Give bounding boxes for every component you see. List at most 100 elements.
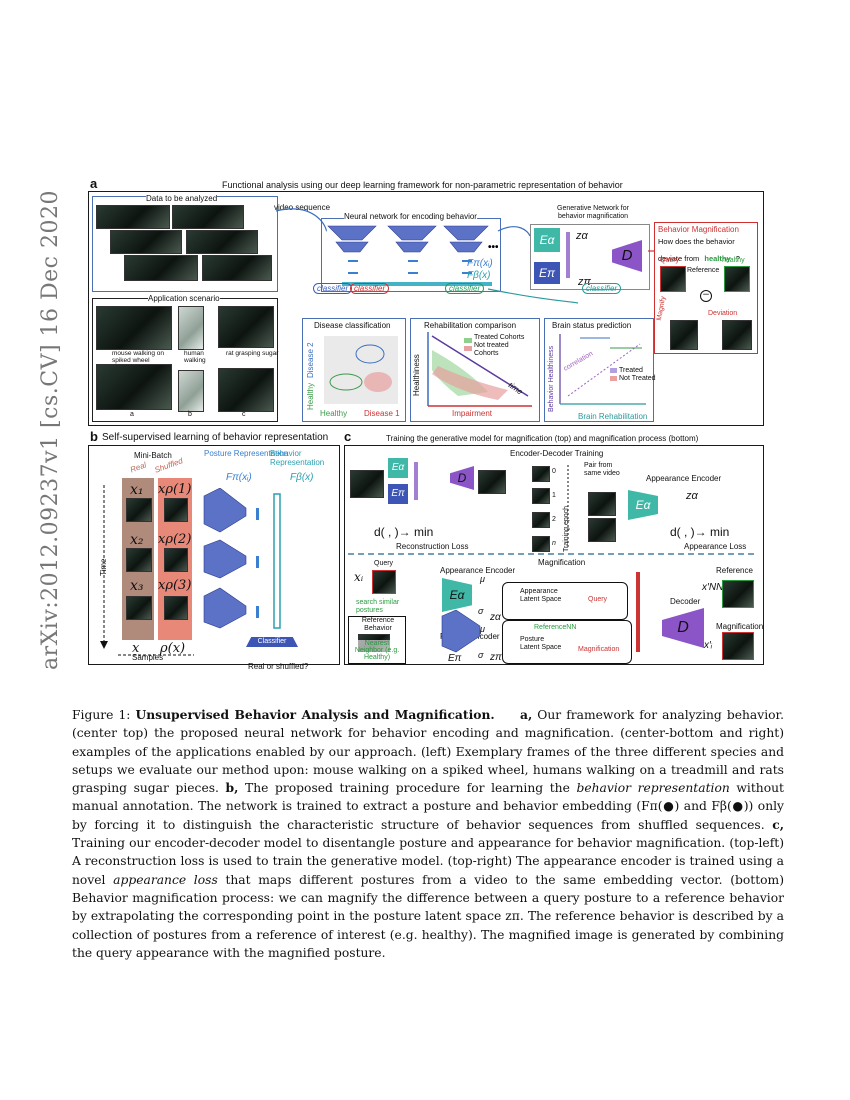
- c-xnn: x′NN: [702, 582, 724, 593]
- classifier-pill: classifier: [582, 283, 622, 294]
- c-appearance-encoder-block: Eα: [628, 490, 658, 520]
- c-magnified-frame: [722, 632, 754, 660]
- e-alpha-block: Eα: [534, 228, 560, 252]
- appearance-latent: Appearance Latent Space: [520, 588, 562, 603]
- panel-b-letter: b: [90, 429, 98, 444]
- arxiv-stamp: arXiv:2012.09237v1 [cs.CV] 16 Dec 2020: [0, 0, 63, 1100]
- f-beta: Fβ(x): [467, 270, 491, 281]
- disease-box: [302, 318, 406, 422]
- panel-b-networks: [203, 488, 281, 629]
- mouse-frame: [96, 306, 172, 350]
- c-mag-e-alpha: Eα: [442, 578, 472, 612]
- pair-frame: [588, 518, 616, 542]
- c-mu: μ: [480, 574, 485, 584]
- panel-a-arrows: [275, 208, 654, 304]
- bm-query-frame: [660, 266, 686, 292]
- treated-cohorts: Treated Cohorts: [474, 334, 525, 341]
- bm-q: ?: [735, 254, 740, 263]
- bm-reference-frame: [724, 266, 750, 292]
- e-pi-block: Eπ: [534, 262, 560, 284]
- epoch-frame: [532, 488, 550, 504]
- epoch-frame: [532, 512, 550, 528]
- panel-a-letter: a: [90, 176, 98, 191]
- reference-behavior: Reference Behavior: [361, 617, 395, 632]
- fbeta-label: Fβ(x): [290, 472, 314, 483]
- caption-b-2: without manual annotation. The network i…: [72, 781, 784, 832]
- video-frame: [110, 230, 182, 254]
- epoch-2: 2: [552, 516, 556, 523]
- bm-deviation-frame: [722, 320, 752, 350]
- pair-frame: [588, 492, 616, 516]
- real-frame: [126, 548, 152, 572]
- rat-frame: [218, 306, 274, 348]
- human-frame: [178, 370, 204, 412]
- posture-latent-box: [502, 620, 632, 664]
- nn-title: Neural network for encoding behavior: [344, 212, 477, 221]
- mouse-caption: mouse walking on spiked wheel: [112, 350, 165, 364]
- c-xi: xᵢ: [354, 570, 364, 584]
- bm-healthy-small: healthy: [722, 257, 745, 264]
- caption-a-label: a,: [519, 707, 533, 722]
- c-posture-encoder-block: [441, 610, 481, 653]
- bm-query-label: Query: [660, 257, 680, 264]
- x-label: x: [132, 641, 140, 656]
- impairment-label: Impairment: [452, 409, 493, 418]
- epoch-0: 0: [552, 468, 556, 475]
- panel-b-arrows: [100, 485, 194, 656]
- c-appearance-encoder-top: Appearance Encoder: [646, 474, 722, 483]
- c-query-label: Query: [374, 560, 394, 567]
- f-pi: Fπ(xᵢ): [467, 258, 493, 269]
- d-min-1: d( , )→ min: [374, 525, 434, 539]
- c-query-frame: [372, 570, 396, 594]
- classifier-pill: classifier: [445, 283, 485, 294]
- video-frame: [96, 205, 170, 229]
- fpi-label: Fπ(xᵢ): [226, 472, 252, 483]
- caption-b-em: behavior representation: [576, 781, 730, 796]
- c-decoder-label: Decoder: [670, 597, 701, 606]
- input-frame: [350, 470, 384, 498]
- reconstruction-loss: Reconstruction Loss: [396, 542, 469, 551]
- minibatch-label: Mini-Batch: [134, 451, 172, 460]
- healthy-label: Healthy: [320, 409, 348, 418]
- human-frame: [178, 306, 204, 350]
- xr1: xρ(1): [158, 482, 192, 497]
- nn-funnels: •••: [327, 225, 498, 286]
- bm-question-line: deviate from healthy ?: [658, 246, 740, 265]
- video-frame: [202, 255, 272, 281]
- caption-figure-no: Figure 1:: [72, 708, 131, 722]
- samples-label: Samples: [132, 653, 164, 662]
- rehab-box: [410, 318, 540, 422]
- z-alpha: zα: [576, 230, 588, 242]
- disease-plot: [324, 336, 398, 404]
- c-z-pi: zπ: [490, 652, 502, 663]
- caption-b-label: b,: [225, 780, 239, 796]
- panel-c-letter: c: [344, 429, 352, 444]
- reference-behavior-box: [348, 616, 406, 664]
- x1: x₁: [130, 482, 144, 498]
- c-e-alpha: Eα: [388, 458, 408, 478]
- panel-c-divider: [348, 465, 758, 555]
- not-treated-cohorts: Not treated Cohorts: [474, 342, 509, 357]
- epoch-1: 1: [552, 492, 556, 499]
- behavior-magnification-box: [654, 222, 758, 354]
- xr3: xρ(3): [158, 578, 192, 593]
- c-mag-z-alpha: zα: [490, 612, 501, 623]
- c-z-alpha: zα: [686, 490, 698, 502]
- c-reference-frame: [722, 580, 754, 608]
- magnification-label: Magnification: [535, 558, 589, 567]
- real-frame: [126, 498, 152, 522]
- bm-reference-label: Reference: [687, 267, 720, 274]
- classifier-pill: classifier: [350, 283, 390, 294]
- c-sigma-2: σ: [478, 650, 484, 660]
- c-magnification-point: Magnification: [578, 646, 620, 653]
- svg-text:•••: •••: [488, 242, 498, 253]
- c-e-pi-label: Eπ: [448, 653, 462, 664]
- rat-caption: rat grasping sugar: [226, 350, 279, 357]
- rehab-title: Rehabilitation comparison: [424, 321, 517, 330]
- app-scenario-label: Application scenario: [148, 294, 220, 303]
- bm-question-2: deviate from: [658, 254, 700, 263]
- x2: x₂: [130, 532, 144, 548]
- brain-rehab-label: Brain Rehabilitation: [578, 412, 648, 421]
- real-or-shuffled: Real or shuffled?: [248, 662, 309, 671]
- bm-question-1: How does the behavior: [658, 237, 735, 246]
